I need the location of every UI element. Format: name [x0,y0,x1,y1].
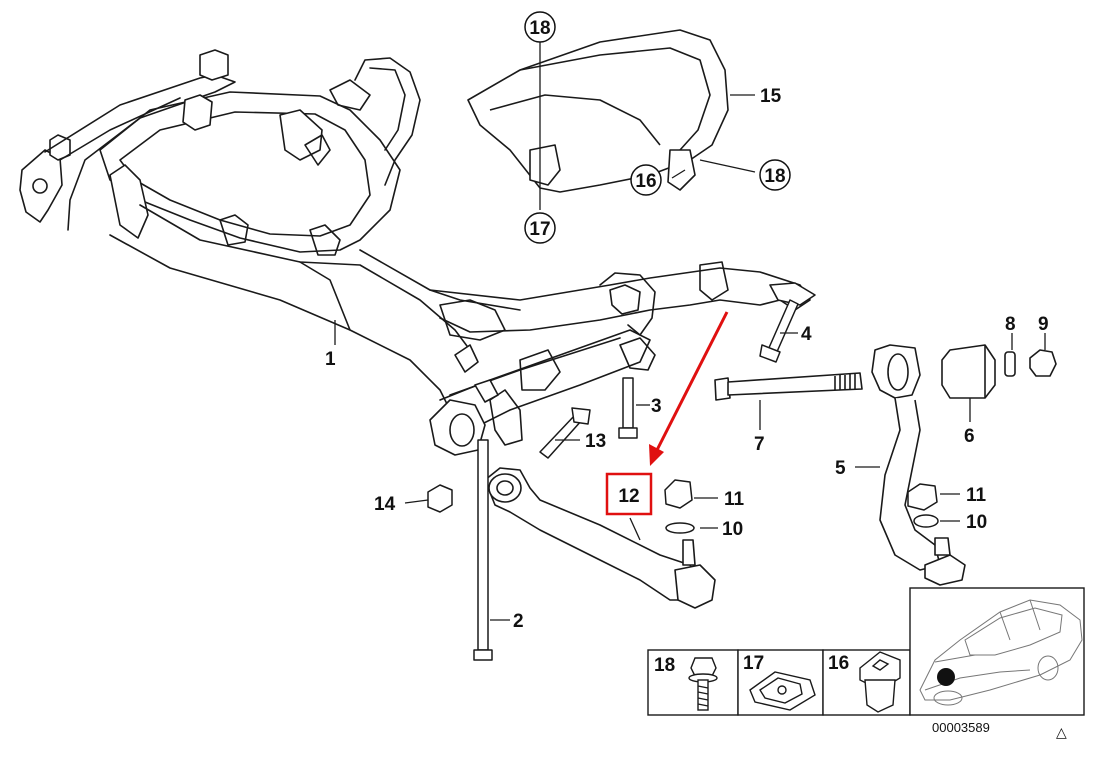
legend-clip-nut-icon [749,671,816,711]
callout-18-top: 18 [529,18,550,39]
fasteners-drawing [427,299,939,661]
callout-8: 8 [1005,314,1016,335]
callout-10-right: 10 [966,512,987,533]
legend-label-17: 17 [743,653,764,674]
highlight-arrow-line [654,311,729,453]
callout-17: 17 [529,219,550,240]
vehicle-locator [909,587,1085,716]
callout-10-left: 10 [722,519,743,540]
legend-screw-icon [688,657,718,711]
callout-5: 5 [835,458,846,479]
callout-15: 15 [760,86,782,107]
callout-11-left: 11 [724,489,745,510]
location-marker [937,668,955,686]
highlight-box [605,472,653,516]
callout-12: 12 [618,486,639,507]
callout-13: 13 [585,431,606,452]
callout-14: 14 [374,494,396,515]
highlight-arrow-head [649,444,664,466]
leader-lines [334,42,1046,621]
legend-expanding-nut-icon [859,651,901,713]
callout-6: 6 [964,426,975,447]
legend-label-18: 18 [654,655,675,676]
callout-7: 7 [754,434,765,455]
callout-16: 16 [635,171,656,192]
diagram-number: 00003589 [932,720,990,735]
callout-2: 2 [513,611,524,632]
callout-3: 3 [651,396,662,417]
callout-1: 1 [325,349,336,370]
fastener-legend [647,649,911,716]
callout-9: 9 [1038,314,1049,335]
callout-4: 4 [801,324,812,345]
corner-triangle-mark: △ [1056,724,1067,740]
wishbone-drawing [484,467,716,609]
highlight-annotation [605,311,729,516]
tension-strut-drawing [714,344,1057,586]
car-outline-icon [919,599,1083,706]
callout-11-right: 11 [966,485,987,506]
callout-18-right: 18 [764,166,785,187]
heat-shield-drawing [467,29,729,193]
legend-label-16: 16 [828,653,849,674]
